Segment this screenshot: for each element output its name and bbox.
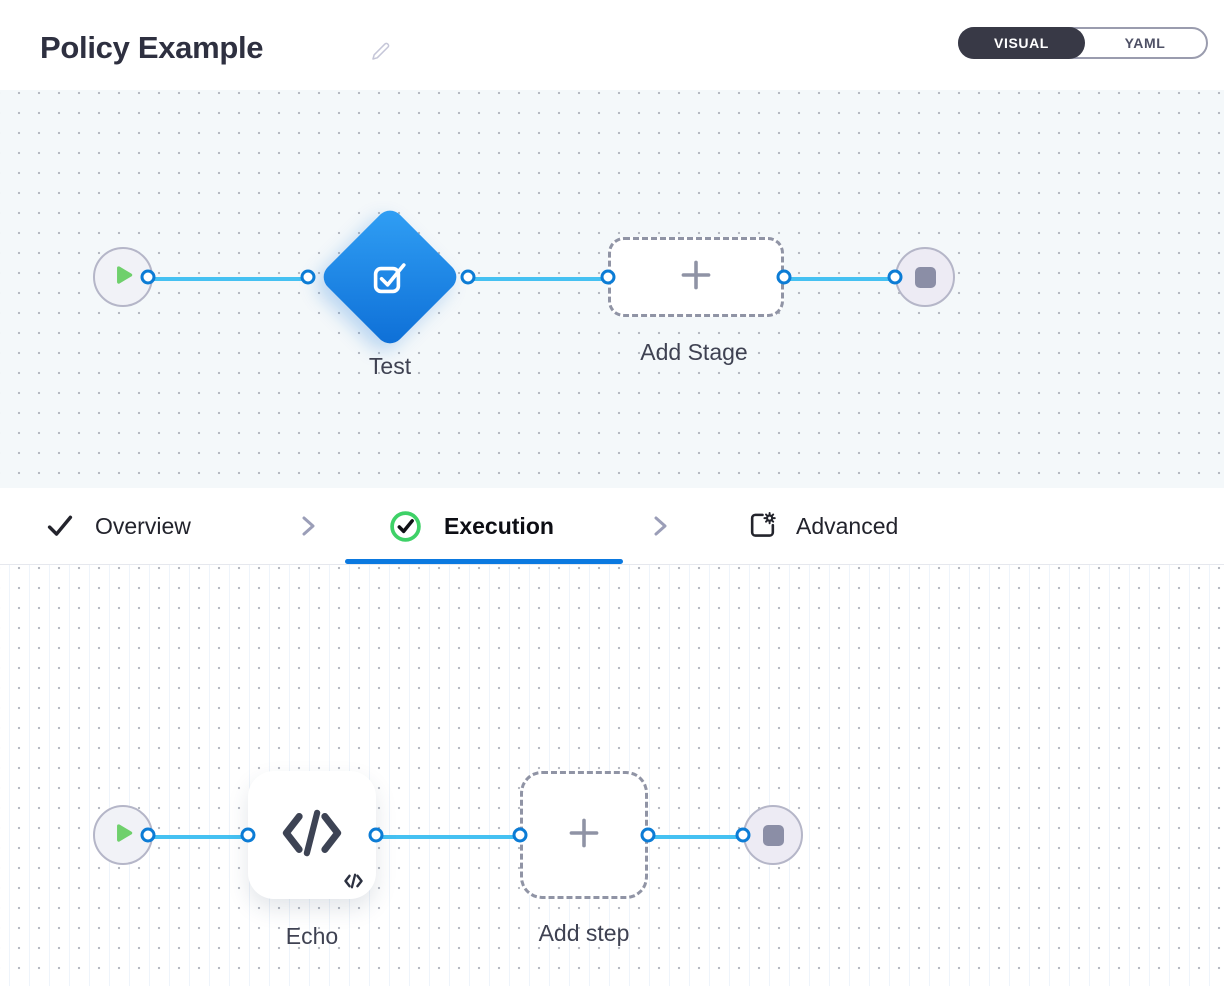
check-icon [45, 511, 75, 541]
connector-port[interactable] [460, 269, 476, 285]
plus-icon [675, 254, 717, 301]
step-node-echo[interactable] [248, 771, 376, 899]
view-mode-toggle: VISUAL YAML [958, 27, 1208, 59]
connector-port[interactable] [640, 827, 656, 843]
connector-port[interactable] [776, 269, 792, 285]
execution-graph-canvas[interactable]: Echo Add step [0, 565, 1224, 986]
connector-port[interactable] [368, 827, 384, 843]
tab-advanced[interactable]: Advanced [747, 488, 898, 564]
tab-overview-label: Overview [95, 512, 191, 539]
edge-line [468, 277, 608, 281]
tab-execution[interactable]: Execution [389, 488, 554, 564]
connector-port[interactable] [887, 269, 903, 285]
tab-execution-label: Execution [444, 512, 554, 539]
connector-port[interactable] [300, 269, 316, 285]
edge-line [648, 835, 743, 839]
edge-line [784, 277, 895, 281]
stage-label: Test [368, 353, 412, 379]
test-check-icon [366, 253, 414, 301]
pencil-icon [368, 42, 394, 67]
edit-title-button[interactable] [368, 38, 394, 64]
visual-toggle-button[interactable]: VISUAL [958, 27, 1085, 59]
panel-gear-icon [747, 511, 778, 542]
check-circle-green-icon [389, 510, 422, 543]
plus-icon [563, 812, 605, 859]
chevron-right-icon [646, 512, 674, 540]
tab-advanced-label: Advanced [796, 512, 899, 539]
edge-line [148, 835, 248, 839]
pipeline-end-node [895, 247, 955, 307]
add-stage-button[interactable] [608, 237, 784, 317]
execution-end-node [743, 805, 803, 865]
add-step-label: Add step [538, 920, 630, 946]
tab-overview[interactable]: Overview [45, 488, 191, 564]
add-stage-label: Add Stage [640, 339, 748, 365]
add-step-button[interactable] [520, 771, 648, 899]
stop-icon [914, 266, 936, 288]
stop-icon [762, 824, 784, 846]
code-icon [279, 807, 345, 864]
connector-port[interactable] [600, 269, 616, 285]
chevron-right-icon [294, 512, 322, 540]
page-title: Policy Example [40, 30, 264, 65]
play-icon [110, 820, 136, 851]
connector-port[interactable] [140, 827, 156, 843]
connector-port[interactable] [240, 827, 256, 843]
code-badge-icon [343, 873, 364, 889]
edge-line [148, 277, 308, 281]
page-header: Policy Example VISUAL YAML [0, 0, 1224, 90]
play-icon [110, 262, 136, 293]
active-tab-indicator [345, 559, 623, 564]
connector-port[interactable] [140, 269, 156, 285]
edge-line [376, 835, 520, 839]
stage-graph-canvas[interactable]: Test Add Stage [0, 90, 1224, 488]
connector-port[interactable] [512, 827, 528, 843]
yaml-toggle-button[interactable]: YAML [1084, 29, 1206, 57]
stage-node-test[interactable] [317, 204, 463, 350]
stage-config-tabbar: Overview Execution [0, 488, 1224, 565]
connector-port[interactable] [735, 827, 751, 843]
step-label: Echo [285, 923, 339, 949]
